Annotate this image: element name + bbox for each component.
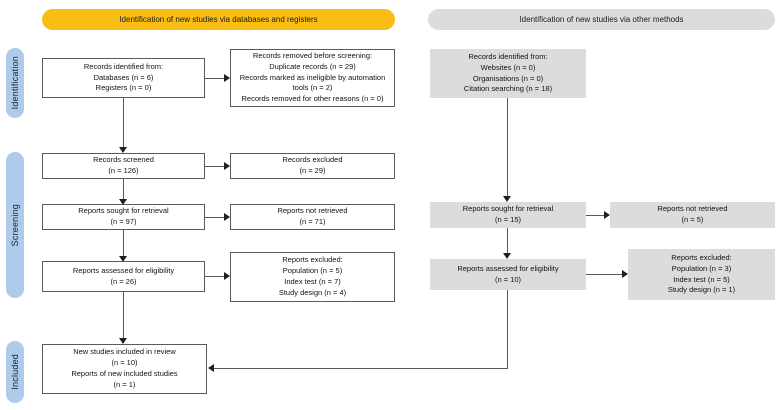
box-records-excluded: Records excluded (n = 29) [230,153,395,179]
phase-band-included: Included [6,341,24,403]
reports-not-retrieved-line-1: Reports not retrieved [277,206,348,216]
records-screened-line-1: Records screened [93,155,154,165]
other-reports-excluded-line-3: Index test (n = 5) [673,274,730,284]
box-other-reports-assessed: Reports assessed for eligibility (n = 10… [430,259,586,290]
records-excluded-line-1: Records excluded [282,155,343,165]
other-records-identified-line-1: Records identified from: [468,51,548,61]
box-other-reports-excluded: Reports excluded: Population (n = 3) Ind… [628,249,775,300]
records-screened-line-2: (n = 126) [108,166,139,175]
arrowhead-screened-to-sought [119,199,127,205]
phase-label-identification: Identification [10,56,20,110]
records-removed-line-5: Records removed for other reasons (n = 0… [241,94,384,104]
other-reports-assessed-line-1: Reports assessed for eligibility [457,263,559,273]
connector-screened-to-sought [123,179,124,199]
reports-excluded-line-1: Reports excluded: [282,255,343,265]
arrowhead-sought-to-assessed [119,256,127,262]
reports-sought-line-1: Reports sought for retrieval [78,206,169,216]
box-reports-assessed: Reports assessed for eligibility (n = 26… [42,261,205,292]
connector-sought-to-not-retrieved [205,217,224,218]
new-studies-line-2: (n = 10) [111,358,138,368]
arrowhead-sought-to-not-retrieved [224,213,230,221]
banner-databases-label: Identification of new studies via databa… [119,14,318,24]
reports-excluded-line-2: Population (n = 5) [282,266,343,276]
arrowhead-identified-to-screened [119,147,127,153]
connector-sought-to-assessed [123,230,124,256]
reports-assessed-line-2: (n = 26) [110,276,137,286]
connector-other-sought-to-assessed [507,228,508,253]
box-other-reports-sought: Reports sought for retrieval (n = 15) [430,202,586,228]
box-other-reports-not-retrieved: Reports not retrieved (n = 5) [610,202,775,228]
box-new-studies-included: New studies included in review (n = 10) … [42,344,207,394]
connector-other-assessed-elbow-vertical [507,290,508,368]
records-removed-line-1: Records removed before screening: [252,50,373,60]
banner-other-methods: Identification of new studies via other … [428,9,775,30]
connector-assessed-to-excluded [205,276,224,277]
phase-band-identification: Identification [6,48,24,118]
records-removed-line-4: tools (n = 2) [292,83,333,93]
new-studies-line-3: Reports of new included studies [71,369,178,378]
records-excluded-line-2: (n = 29) [299,166,326,175]
arrowhead-assessed-to-excluded [224,272,230,280]
box-records-identified: Records identified from: Databases (n = … [42,58,205,98]
arrowhead-other-sought-to-not-retrieved [604,211,610,219]
other-records-identified-line-3: Organisations (n = 0) [472,73,544,83]
reports-assessed-line-1: Reports assessed for eligibility [72,265,175,275]
records-removed-line-2: Duplicate records (n = 29) [269,61,356,71]
connector-identified-to-removed [205,78,224,79]
connector-other-identified-to-sought [507,98,508,196]
reports-sought-line-2: (n = 97) [110,217,137,226]
arrowhead-identified-to-removed [224,74,230,82]
arrowhead-other-assessed-to-excluded [622,270,628,278]
connector-identified-to-screened [123,98,124,147]
box-reports-excluded: Reports excluded: Population (n = 5) Ind… [230,252,395,302]
banner-databases-and-registers: Identification of new studies via databa… [42,9,395,30]
new-studies-line-1: New studies included in review [73,347,176,357]
other-reports-sought-line-1: Reports sought for retrieval [462,204,554,214]
box-reports-not-retrieved: Reports not retrieved (n = 71) [230,204,395,230]
arrowhead-screened-to-excluded [224,162,230,170]
other-reports-excluded-line-2: Population (n = 3) [671,263,732,273]
records-identified-line-2: Databases (n = 6) [93,72,154,82]
box-records-removed: Records removed before screening: Duplic… [230,49,395,107]
records-identified-line-1: Records identified from: [83,61,164,71]
other-reports-assessed-line-2: (n = 10) [494,274,522,284]
connector-assessed-to-included [123,292,124,338]
connector-other-assessed-elbow-horizontal [214,368,508,369]
phase-band-screening: Screening [6,152,24,298]
other-records-identified-line-2: Websites (n = 0) [480,62,536,72]
reports-excluded-line-4: Study design (n = 4) [278,287,347,297]
phase-label-included: Included [10,354,20,390]
arrowhead-other-sought-to-assessed [503,253,511,259]
reports-excluded-line-3: Index test (n = 7) [284,277,341,286]
connector-other-assessed-to-excluded [586,274,622,275]
box-reports-sought: Reports sought for retrieval (n = 97) [42,204,205,230]
other-reports-sought-line-2: (n = 15) [494,215,522,224]
arrowhead-other-assessed-to-included [208,364,214,372]
new-studies-line-4: (n = 1) [113,379,136,389]
arrowhead-other-identified-to-sought [503,196,511,202]
box-records-screened: Records screened (n = 126) [42,153,205,179]
phase-label-screening: Screening [10,203,20,247]
other-reports-not-retrieved-line-1: Reports not retrieved [657,204,728,214]
other-reports-not-retrieved-line-2: (n = 5) [681,215,704,224]
records-identified-line-3: Registers (n = 0) [95,83,152,93]
box-other-records-identified: Records identified from: Websites (n = 0… [430,49,586,98]
banner-other-methods-label: Identification of new studies via other … [519,14,684,24]
reports-not-retrieved-line-2: (n = 71) [299,217,326,226]
records-removed-line-3: Records marked as ineligible by automati… [239,72,386,82]
other-reports-excluded-line-1: Reports excluded: [671,252,732,262]
connector-other-sought-to-not-retrieved [586,215,604,216]
arrowhead-assessed-to-included [119,338,127,344]
connector-screened-to-excluded [205,166,224,167]
other-records-identified-line-4: Citation searching (n = 18) [463,84,553,94]
other-reports-excluded-line-4: Study design (n = 1) [667,285,736,295]
